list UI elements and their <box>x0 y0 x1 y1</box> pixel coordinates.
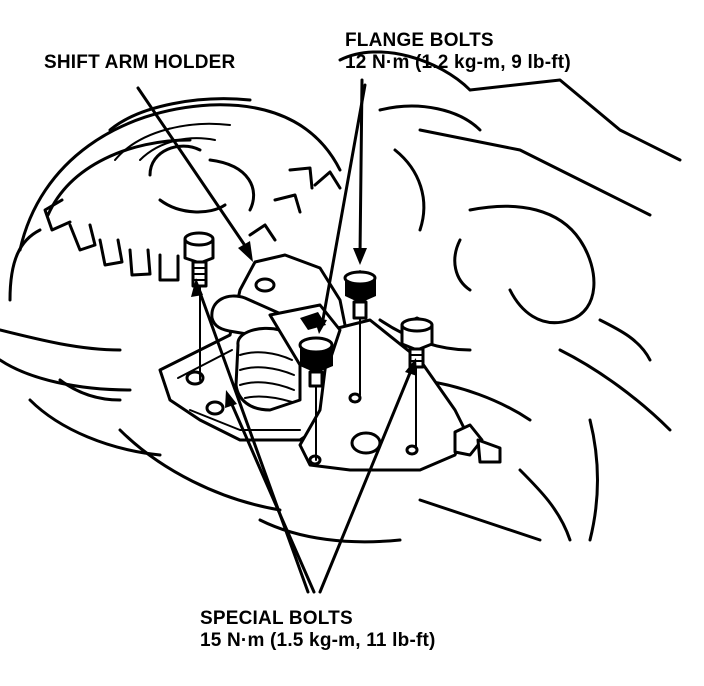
special-bolt-left <box>183 231 215 288</box>
flange-plate <box>298 318 502 472</box>
flange-bolt-center <box>298 336 334 388</box>
flange-bolt-upper <box>343 270 377 320</box>
special-bolts-title: SPECIAL BOLTS <box>200 608 353 629</box>
shift-arm-holder-label: SHIFT ARM HOLDER <box>44 52 236 73</box>
special-bolt-right <box>400 316 434 369</box>
flange-bolts-title: FLANGE BOLTS <box>345 30 494 51</box>
flange-bolts-torque: 12 N·m (1.2 kg-m, 9 lb-ft) <box>345 52 571 73</box>
gear-teeth <box>43 166 342 282</box>
callout-leaders <box>136 78 417 594</box>
special-bolts-callout: SPECIAL BOLTS 15 N·m (1.5 kg-m, 11 lb-ft… <box>200 608 436 652</box>
flange-bolts-callout: FLANGE BOLTS 12 N·m (1.2 kg-m, 9 lb-ft) <box>345 30 571 74</box>
clutch-housing <box>0 97 342 392</box>
lower-housing <box>28 378 402 544</box>
special-bolts-torque: 15 N·m (1.5 kg-m, 11 lb-ft) <box>200 630 436 651</box>
transmission-case <box>338 50 682 542</box>
